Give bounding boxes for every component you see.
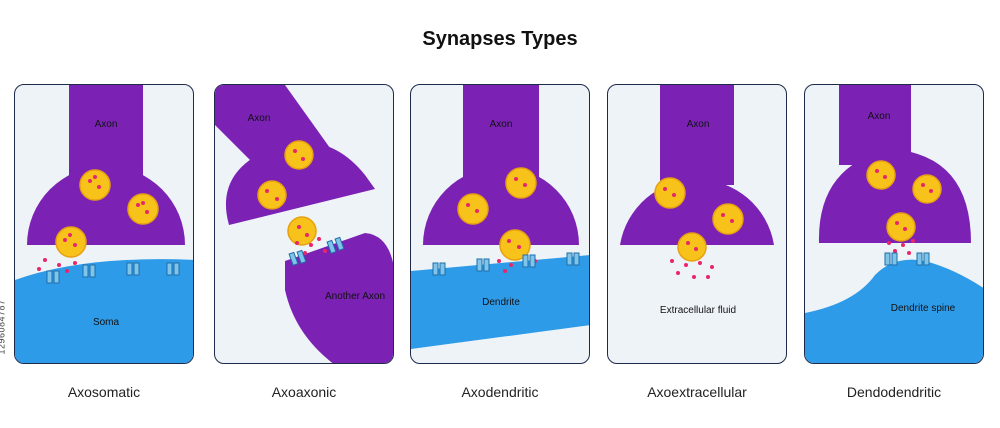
axoaxonic-illustration [215,85,393,363]
vesicles [866,160,942,242]
neurotransmitters [265,149,327,255]
caption-axoextracellular: Axoextracellular [647,384,747,400]
axon-label: Axon [686,119,710,130]
panel-axodendritic: Axon Dendrite [410,84,590,364]
target-label: Dendrite [482,297,520,308]
dendodendritic-illustration [805,85,983,363]
target-label: Dendrite spine [890,303,956,314]
neurotransmitters [875,169,933,255]
dendrite-spine [805,259,983,363]
receptors [288,236,345,266]
caption-axodendritic: Axodendritic [461,384,539,400]
dendrite-membrane [411,255,589,349]
axon-shaft [660,85,734,185]
neurotransmitters [663,187,734,279]
target-label: Soma [92,317,120,328]
receptors [884,252,930,266]
side-id-text: 1296084787 [0,299,7,355]
axoextracellular-illustration [620,85,774,279]
axon-label: Axon [867,111,891,122]
axon-terminal [27,166,185,245]
caption-dendodendritic: Dendodendritic [846,384,942,400]
receptors [432,252,580,276]
caption-axoaxonic: Axoaxonic [271,384,337,400]
axosomatic-illustration [15,85,193,363]
soma-membrane [15,259,193,363]
axon-terminal [423,167,579,245]
vesicles [457,167,537,261]
axon-label: Axon [489,119,513,130]
another-axon [285,233,393,363]
axon-terminal [818,149,971,243]
axon-label: Axon [247,113,271,124]
caption-axosomatic: Axosomatic [67,384,141,400]
page-title: Synapses Types [422,28,578,50]
panel-dendodendritic: Axon Dendrite spine [804,84,984,364]
axon-label: Axon [94,119,118,130]
target-label: Extracellular fluid [659,305,737,316]
vesicles [654,177,744,262]
vesicles [257,140,317,246]
vesicles [55,169,159,258]
panel-axoaxonic: Axon Another Axon [214,84,394,364]
axodendritic-illustration [411,85,589,349]
panel-axosomatic: Axon Soma [14,84,194,364]
receptors [46,262,180,284]
target-label: Another Axon [324,291,386,302]
neurotransmitters [37,175,149,273]
panel-axoextracellular: Axon Extracellular fluid [607,84,787,364]
